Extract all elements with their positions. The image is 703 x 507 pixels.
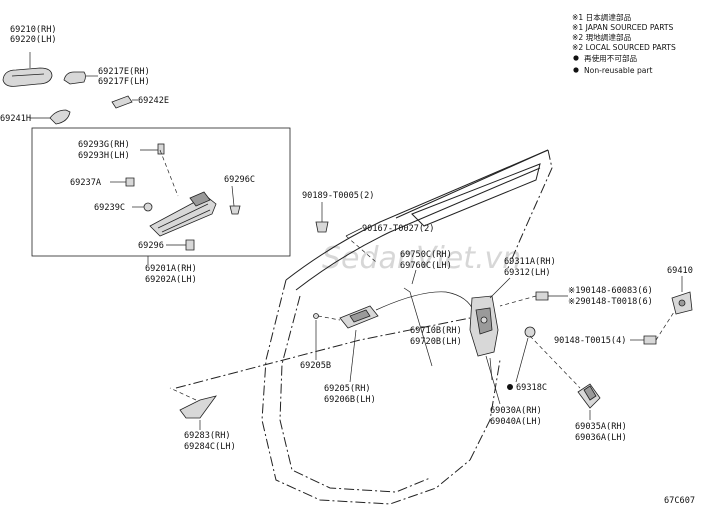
screw-part	[315, 221, 329, 233]
label-69210: 69210(RH)	[10, 25, 57, 35]
handle-cap-part	[63, 71, 86, 85]
label-69710b: 69710B(RH)	[410, 326, 462, 336]
grommet-part	[143, 202, 153, 212]
label-69720b: 69720B(LH)	[410, 337, 462, 347]
label-69296c: 69296C	[224, 175, 255, 185]
label-69284c: 69284C(LH)	[184, 442, 236, 452]
label-69318c: 69318C	[516, 383, 547, 393]
non-reusable-dot-icon	[573, 67, 579, 73]
leader-line	[515, 337, 529, 383]
label-69237a: 69237A	[70, 178, 102, 188]
label-69410: 69410	[667, 266, 693, 276]
label-69036a: 69036A(LH)	[575, 433, 627, 443]
label-69242e: 69242E	[138, 96, 169, 106]
leader-line	[231, 185, 235, 207]
clip-part	[125, 177, 135, 187]
bolt-part	[535, 291, 549, 301]
bolt-part	[185, 239, 195, 251]
label-69217e: 69217E(RH)	[98, 67, 150, 77]
dashed-guide	[159, 149, 179, 197]
label-69750c: 69750C(RH)	[400, 250, 452, 260]
non-reusable-dot-icon	[507, 384, 513, 390]
legend-line-6: Non-reusable part	[584, 66, 653, 75]
label-69283: 69283(RH)	[184, 431, 231, 441]
label-69239c: 69239C	[94, 203, 125, 213]
legend-line-3: ※2 現地調達部品	[572, 32, 632, 42]
legend-line-2: ※1 JAPAN SOURCED PARTS	[572, 23, 674, 32]
label-69293g: 69293G(RH)	[78, 140, 130, 150]
label-69205: 69205(RH)	[324, 384, 371, 394]
label-69217f: 69217F(LH)	[98, 77, 150, 87]
cover-part	[179, 395, 217, 419]
watermark: SedanViet.vn	[322, 241, 521, 276]
label-69202a: 69202A(LH)	[145, 275, 197, 285]
bolt-part	[643, 335, 657, 345]
pad-part	[49, 109, 71, 125]
label-69293h: 69293H(LH)	[78, 151, 130, 161]
label-90148t0015: 90148-T0015(4)	[554, 336, 626, 346]
legend-line-1: ※1 日本調達部品	[572, 12, 632, 22]
legend-line-4: ※2 LOCAL SOURCED PARTS	[572, 43, 676, 52]
inside-handle-part	[339, 305, 379, 329]
label-69035a: 69035A(RH)	[575, 422, 627, 432]
dashed-guide	[529, 335, 581, 389]
rod-part	[403, 287, 433, 367]
handle-frame-part	[149, 191, 217, 237]
non-reusable-dot-icon	[573, 55, 579, 61]
label-69201a: 69201A(RH)	[145, 264, 197, 274]
label-290148: ※290148-T0018(6)	[568, 297, 653, 307]
label-190148: ※190148-60083(6)	[568, 286, 653, 296]
label-69206b: 69206B(LH)	[324, 395, 376, 405]
leader-line	[411, 269, 417, 285]
clip-part	[157, 143, 165, 155]
legend: ※1 日本調達部品 ※1 JAPAN SOURCED PARTS ※2 現地調達…	[572, 12, 676, 75]
dashed-guide	[655, 311, 675, 341]
striker-part	[671, 291, 693, 315]
door-outline	[175, 149, 553, 505]
dashed-guide	[499, 295, 537, 307]
label-69312: 69312(LH)	[504, 268, 551, 278]
leader-line	[345, 227, 363, 237]
bolt-part	[229, 205, 241, 215]
pad-part	[111, 95, 133, 109]
label-69205b: 69205B	[300, 361, 331, 371]
diagram-code: 67C607	[664, 496, 695, 506]
label-69296: 69296	[138, 241, 164, 251]
label-69311a: 69311A(RH)	[504, 257, 556, 267]
screw-part	[313, 313, 319, 319]
label-69040a: 69040A(LH)	[490, 417, 542, 427]
leader-line	[485, 355, 501, 405]
label-69241h: 69241H	[0, 114, 31, 124]
label-69760c: 69760C(LH)	[400, 261, 452, 271]
legend-line-5: 再使用不可部品	[584, 53, 638, 63]
label-69030a: 69030A(RH)	[490, 406, 542, 416]
seal-part	[524, 326, 536, 338]
lock-cylinder-part	[577, 383, 601, 409]
subassembly-box	[31, 127, 291, 257]
outside-handle-part	[2, 67, 53, 87]
label-90189: 90189-T0005(2)	[302, 191, 374, 201]
leader-line	[489, 277, 511, 299]
label-69220: 69220(LH)	[10, 35, 57, 45]
leader-line	[349, 329, 357, 383]
cable-part	[375, 291, 475, 313]
door-lock-part	[469, 295, 499, 357]
dashed-guide	[317, 315, 341, 321]
dashed-guide	[169, 387, 197, 401]
